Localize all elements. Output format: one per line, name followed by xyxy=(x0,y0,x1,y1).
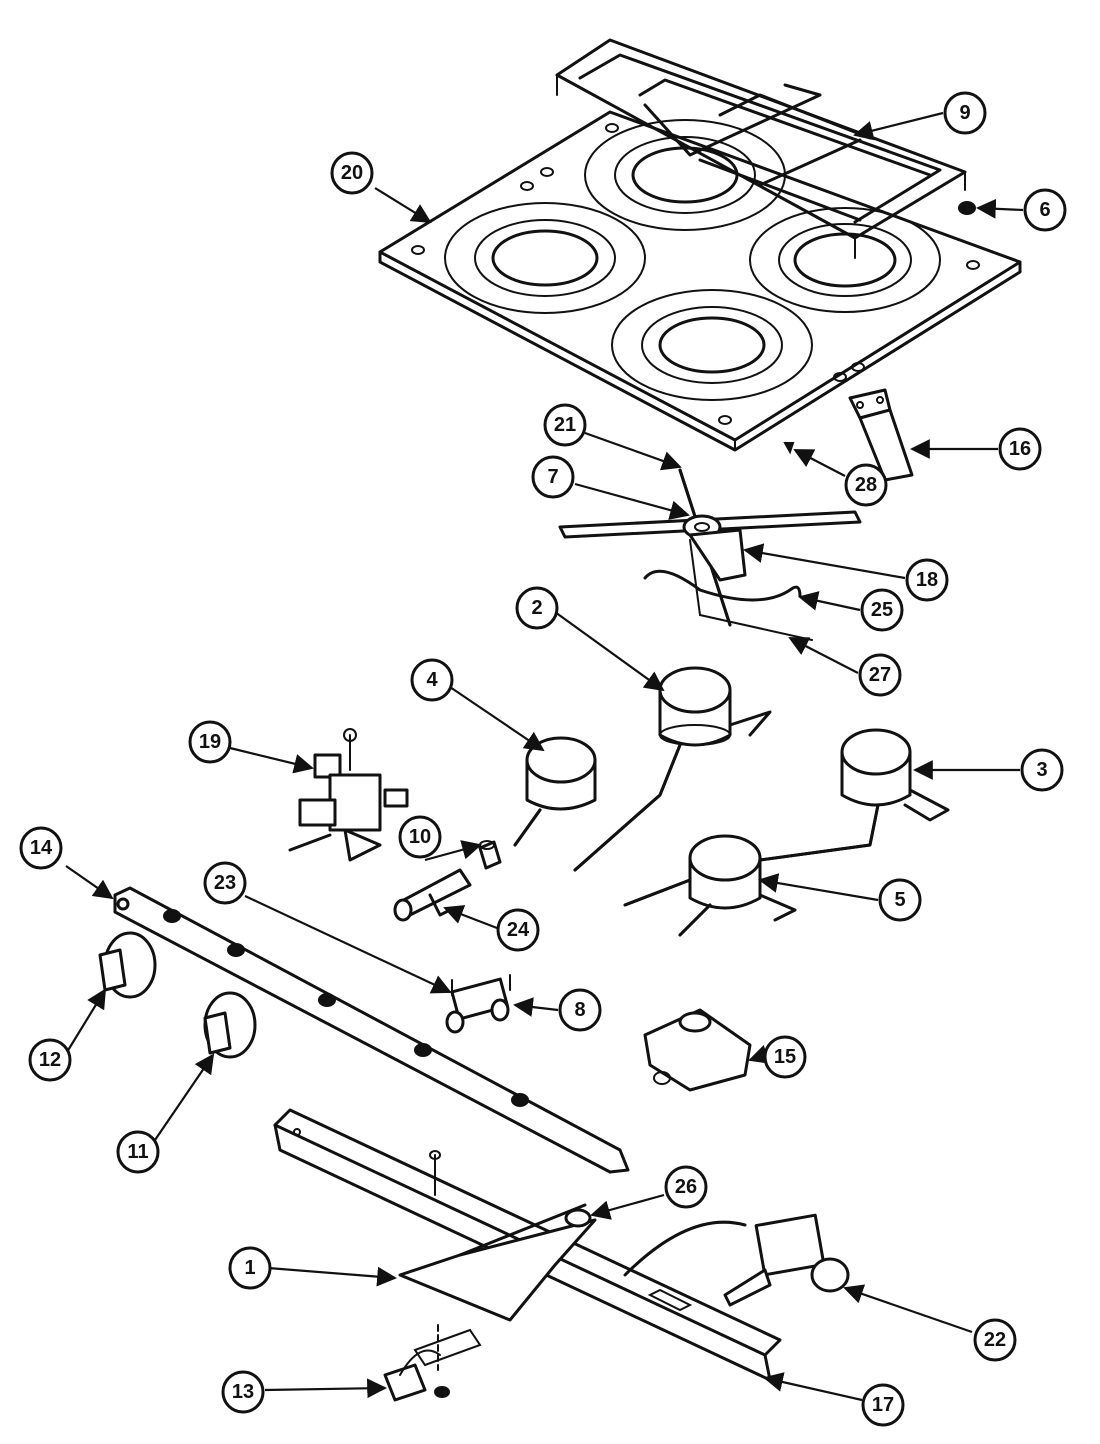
leader-lines xyxy=(65,111,1024,1402)
burner-valve xyxy=(445,974,511,1034)
callout-9: 9 xyxy=(943,91,987,135)
svg-text:27: 27 xyxy=(869,664,891,686)
callout-22: 22 xyxy=(973,1318,1017,1362)
svg-text:15: 15 xyxy=(774,1046,796,1068)
svg-text:9: 9 xyxy=(959,102,970,124)
svg-text:17: 17 xyxy=(872,1394,894,1416)
callout-28: 28 xyxy=(844,463,888,507)
callout-23: 23 xyxy=(203,861,247,905)
igniter-switch xyxy=(383,1328,482,1402)
burner-2 xyxy=(573,666,772,872)
cooktop-panel xyxy=(378,110,1022,452)
callout-18: 18 xyxy=(905,558,949,602)
callout-19: 19 xyxy=(188,720,232,764)
control-knob-left xyxy=(98,931,157,999)
burner-3 xyxy=(758,728,950,862)
svg-text:16: 16 xyxy=(1009,438,1031,460)
svg-text:28: 28 xyxy=(855,474,877,496)
burner-5 xyxy=(623,834,797,937)
svg-text:2: 2 xyxy=(531,597,542,619)
side-bracket xyxy=(848,388,914,482)
svg-text:18: 18 xyxy=(916,569,938,591)
orifice-fitting xyxy=(393,868,472,922)
control-knob-right xyxy=(203,991,257,1059)
callout-24: 24 xyxy=(496,908,540,952)
callout-3: 3 xyxy=(1020,748,1064,792)
callout-1: 1 xyxy=(228,1246,272,1290)
burner-opening-left xyxy=(444,202,646,314)
callout-20: 20 xyxy=(330,151,374,195)
callout-8: 8 xyxy=(558,988,602,1032)
manifold-pipe xyxy=(113,886,630,1174)
svg-text:5: 5 xyxy=(894,889,905,911)
svg-text:14: 14 xyxy=(30,837,53,859)
svg-text:26: 26 xyxy=(675,1176,697,1198)
callout-10: 10 xyxy=(398,815,442,859)
svg-text:23: 23 xyxy=(214,872,236,894)
hole-plug xyxy=(958,201,976,215)
callout-15: 15 xyxy=(763,1035,807,1079)
svg-text:24: 24 xyxy=(507,919,530,941)
burner-opening-rear xyxy=(584,119,786,231)
svg-text:13: 13 xyxy=(232,1381,254,1403)
burner-support-assembly xyxy=(558,468,862,641)
burner-grate xyxy=(555,38,967,259)
callout-12: 12 xyxy=(28,1038,72,1082)
svg-text:11: 11 xyxy=(127,1141,148,1163)
coupling xyxy=(478,840,502,870)
svg-text:10: 10 xyxy=(409,826,431,848)
burner-4 xyxy=(513,736,597,847)
svg-text:19: 19 xyxy=(199,731,221,753)
callout-5: 5 xyxy=(878,878,922,922)
callout-21: 21 xyxy=(543,403,587,447)
callout-17: 17 xyxy=(861,1383,905,1427)
svg-text:12: 12 xyxy=(39,1049,61,1071)
burner-opening-right xyxy=(749,207,941,313)
svg-text:1: 1 xyxy=(244,1257,255,1279)
callout-27: 27 xyxy=(858,653,902,697)
svg-text:20: 20 xyxy=(341,162,363,184)
svg-text:8: 8 xyxy=(574,999,585,1021)
svg-text:25: 25 xyxy=(871,599,893,621)
callout-13: 13 xyxy=(221,1370,265,1414)
callout-6: 6 xyxy=(1023,188,1067,232)
gas-valve-assembly xyxy=(288,728,409,862)
callout-11: 11 xyxy=(116,1130,160,1174)
svg-text:22: 22 xyxy=(984,1329,1006,1351)
callout-25: 25 xyxy=(860,588,904,632)
callout-16: 16 xyxy=(998,427,1042,471)
igniter-bracket xyxy=(398,1150,597,1371)
svg-text:6: 6 xyxy=(1039,199,1050,221)
pressure-regulator xyxy=(643,1008,752,1092)
callout-14: 14 xyxy=(19,826,63,870)
svg-text:3: 3 xyxy=(1036,759,1047,781)
svg-text:21: 21 xyxy=(554,414,576,436)
svg-text:7: 7 xyxy=(547,466,558,488)
burner-opening-front xyxy=(611,289,813,401)
screw xyxy=(783,442,795,455)
svg-text:4: 4 xyxy=(426,669,438,691)
callout-26: 26 xyxy=(664,1165,708,1209)
callout-2: 2 xyxy=(515,586,559,630)
oven-valve xyxy=(623,1213,850,1307)
callout-4: 4 xyxy=(410,658,454,702)
callout-7: 7 xyxy=(531,455,575,499)
